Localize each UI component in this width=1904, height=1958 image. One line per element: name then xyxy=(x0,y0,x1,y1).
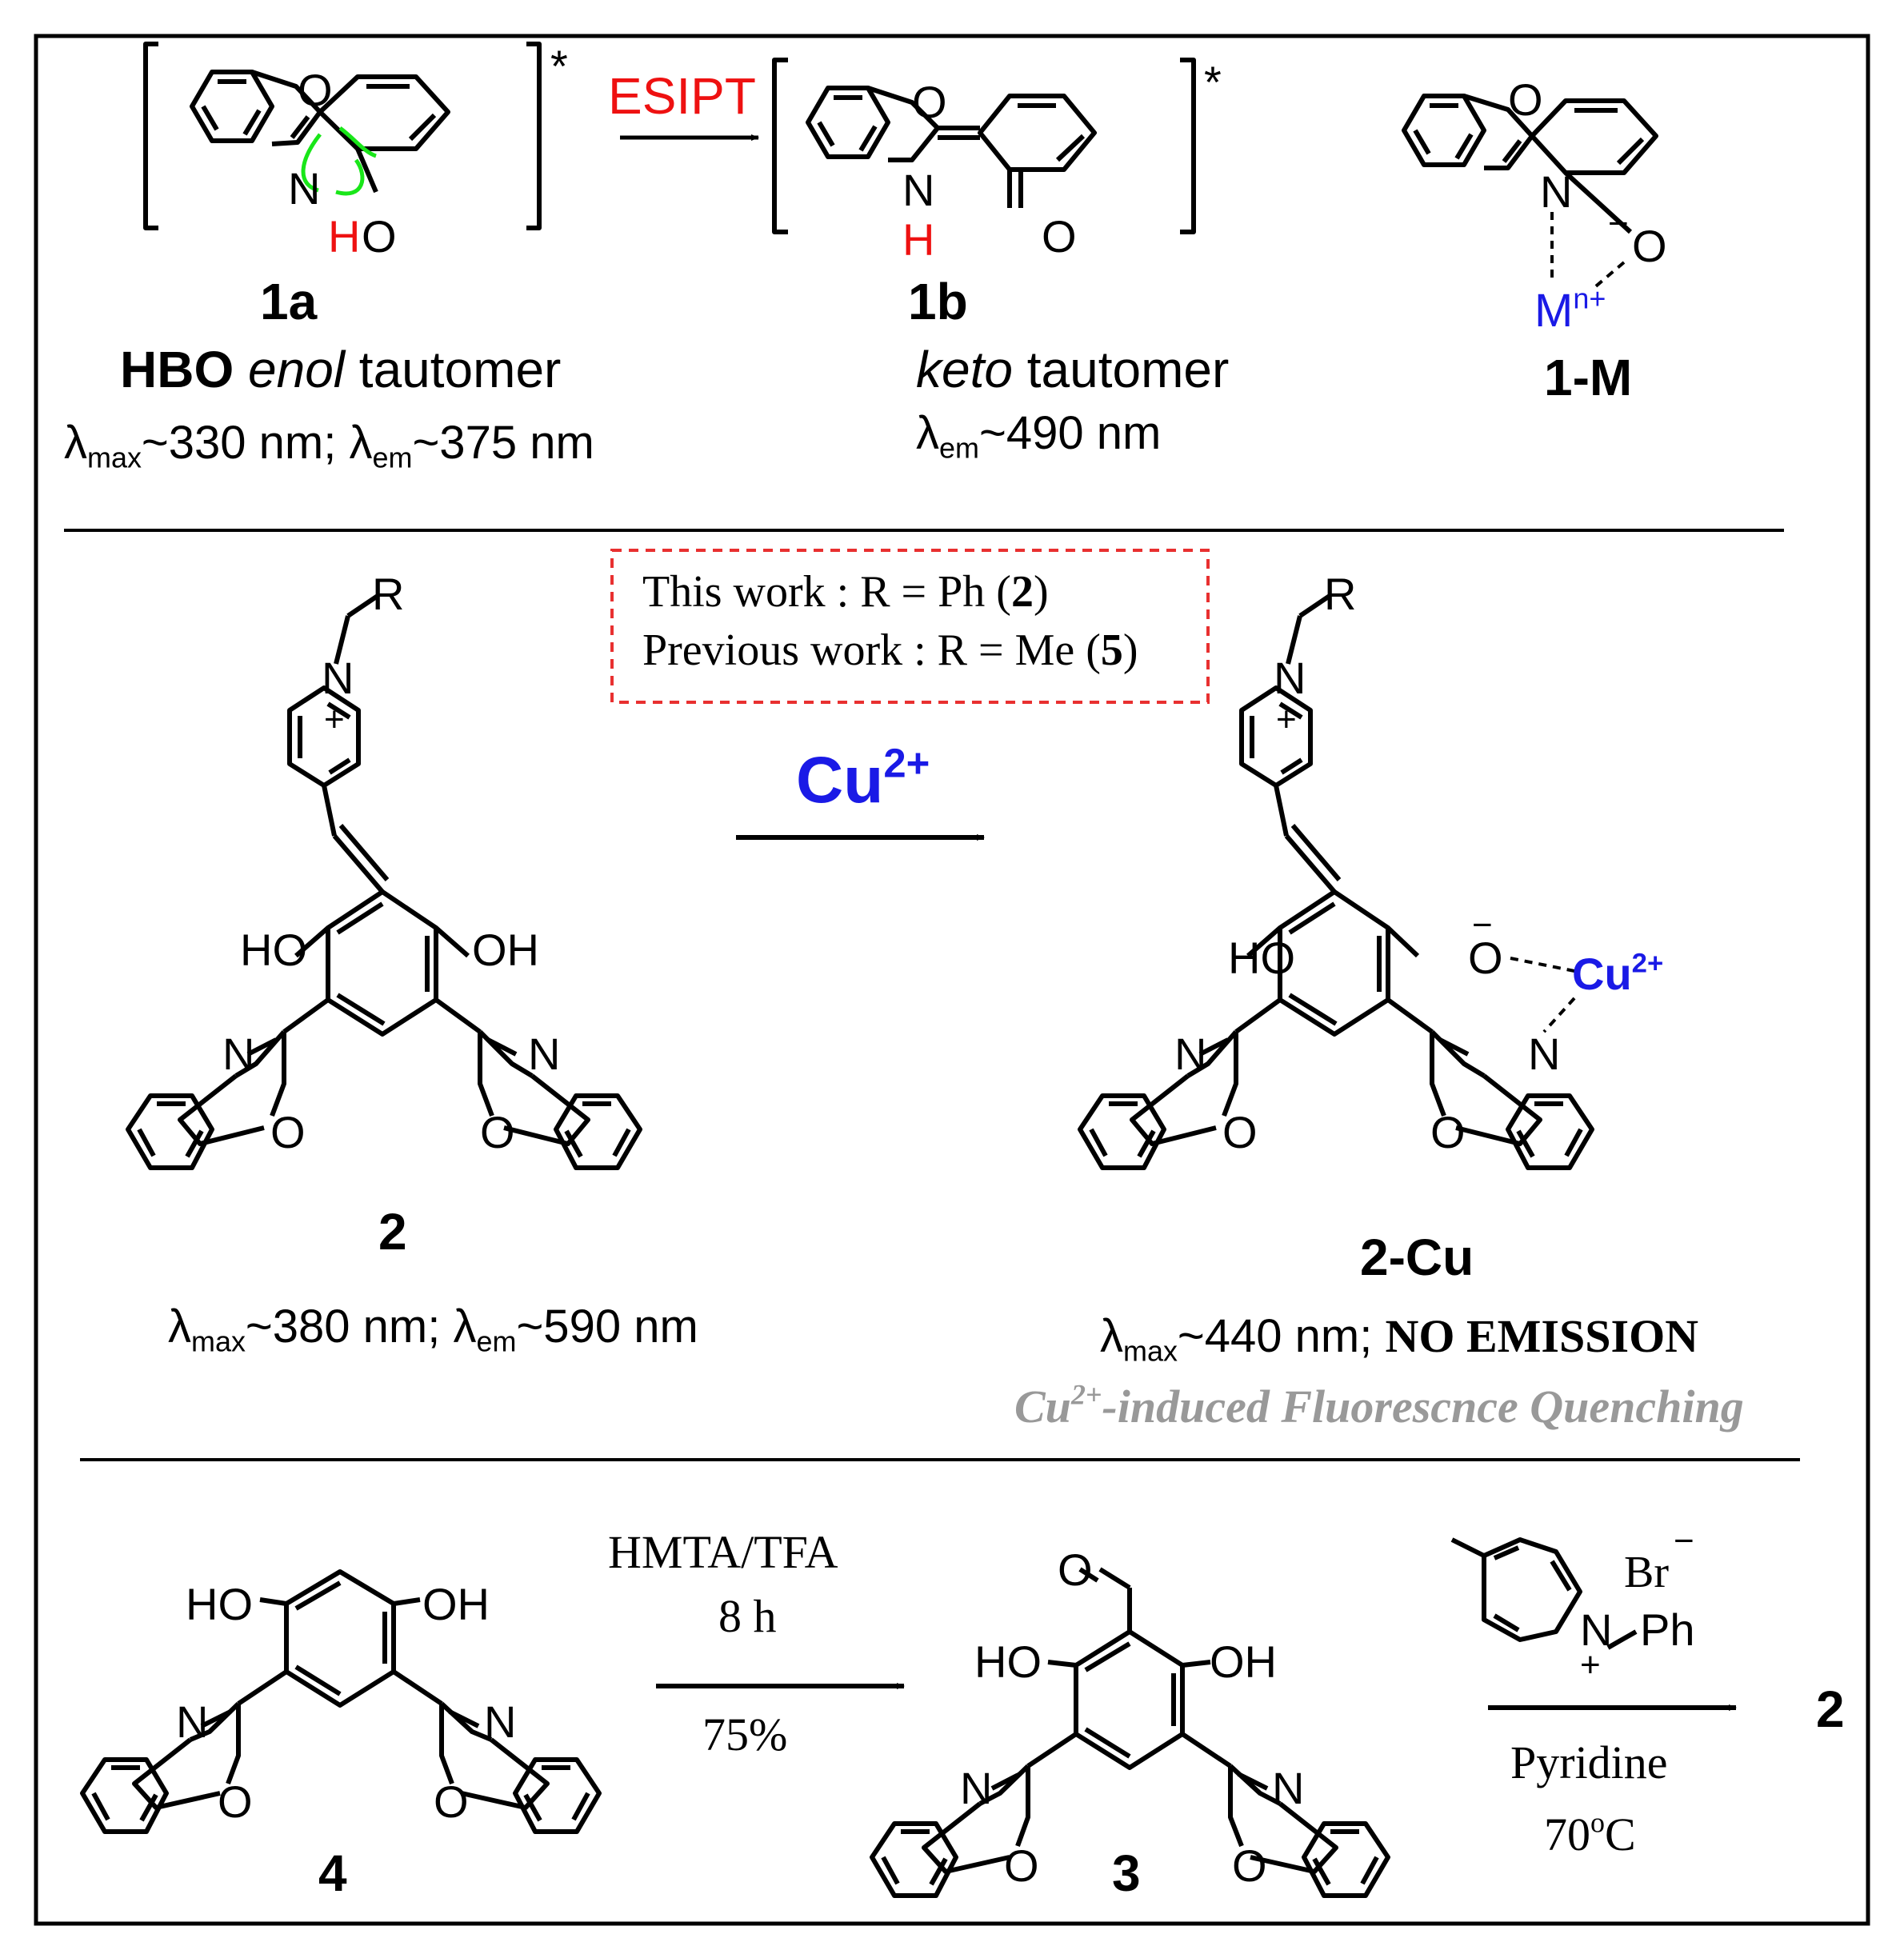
spectra-1a: λmax~330 nm; λem~375 nm xyxy=(64,417,594,474)
compound-id-2cu: 2-Cu xyxy=(1360,1229,1474,1286)
atom-h-1b: H xyxy=(902,214,935,265)
compound-id-1b: 1b xyxy=(908,273,968,330)
quenching-caption: Cu2+-induced Fluorescnce Quenching xyxy=(1014,1378,1744,1433)
esipt-label: ESIPT xyxy=(608,67,756,125)
name-1b: keto tautomer xyxy=(916,341,1230,398)
metal-label-1m: Mn+ xyxy=(1534,282,1606,337)
step1-time: 8 h xyxy=(718,1590,777,1642)
box-line-this-work: This work : R = Ph (2) xyxy=(642,567,1049,617)
spectra-1b: λem~490 nm xyxy=(916,407,1162,465)
compound-2-structure xyxy=(126,593,642,1170)
atom-n-2: N xyxy=(322,653,354,703)
compound-id-1a: 1a xyxy=(260,273,318,330)
atom-n-left-2: N xyxy=(222,1029,255,1079)
name-1a: HBO enol tautomer xyxy=(120,341,562,398)
hydroxyl-left-3: HO xyxy=(974,1636,1042,1687)
hydroxyl-2cu: HO xyxy=(1228,933,1295,983)
atom-n-left-4: N xyxy=(176,1696,209,1747)
spectra-2cu: λmax~440 nm; NO EMISSION xyxy=(1100,1310,1699,1368)
bromide-minus: − xyxy=(1674,1521,1694,1560)
atom-n-1a: N xyxy=(288,163,321,214)
box-line-previous-work: Previous work : R = Me (5) xyxy=(642,625,1138,675)
atom-o-keto-1b: O xyxy=(1042,211,1077,262)
atom-n-right-3: N xyxy=(1272,1763,1305,1813)
atom-o-right-2cu: O xyxy=(1430,1107,1466,1157)
hydroxyl-right-4: OH xyxy=(422,1579,490,1629)
atom-n-right-4: N xyxy=(484,1696,517,1747)
compound-id-3: 3 xyxy=(1112,1844,1141,1902)
product-id-2: 2 xyxy=(1816,1680,1845,1738)
atom-n-1b: N xyxy=(902,165,935,215)
minus-1m: − xyxy=(1608,204,1629,243)
work-comparison-box xyxy=(610,549,1210,704)
atom-o-1a: O xyxy=(298,65,333,115)
atom-n-left-2cu: N xyxy=(1174,1029,1207,1079)
atom-o-left-2: O xyxy=(270,1107,306,1157)
pyridinium-n: N xyxy=(1580,1604,1613,1655)
r-group-2: R xyxy=(372,569,405,619)
compound-3-structure xyxy=(870,1567,1390,1898)
outer-frame xyxy=(34,34,1870,1926)
aldehyde-o-3: O xyxy=(1058,1544,1093,1595)
compound-id-1m: 1-M xyxy=(1544,349,1633,406)
atom-o-phenolate-1m: O xyxy=(1632,221,1667,271)
hydroxyl-right-2: OH xyxy=(472,925,539,975)
atom-o-1m: O xyxy=(1508,74,1543,125)
minus-2cu: − xyxy=(1472,905,1493,945)
compound-id-2: 2 xyxy=(378,1203,407,1261)
atom-n-right-2cu: N xyxy=(1528,1029,1561,1079)
step2-temperature: 70oC xyxy=(1544,1806,1636,1860)
benzyl-ph: Ph xyxy=(1640,1604,1695,1655)
hydroxyl-left-4: HO xyxy=(186,1579,253,1629)
step1-yield: 75% xyxy=(702,1708,788,1760)
atom-h-1a: H xyxy=(328,211,361,262)
atom-o-left-2cu: O xyxy=(1222,1107,1258,1157)
atom-o-hydroxyl-1a: O xyxy=(362,211,397,262)
atom-o-left-3: O xyxy=(1004,1840,1039,1891)
hydroxyl-right-3: OH xyxy=(1210,1636,1277,1687)
atom-o-phenolate-2cu: O xyxy=(1468,933,1503,983)
copper-bound-2cu: Cu2+ xyxy=(1572,948,1664,999)
pyridinium-plus: + xyxy=(1580,1645,1601,1684)
bromide-anion: Br xyxy=(1624,1548,1669,1597)
spectra-2: λmax~380 nm; λem~590 nm xyxy=(168,1301,698,1358)
atom-o-right-3: O xyxy=(1232,1840,1267,1891)
atom-n-left-3: N xyxy=(960,1763,993,1813)
compound-4-structure xyxy=(80,1569,602,1834)
r-group-2cu: R xyxy=(1324,569,1357,619)
compound-id-4: 4 xyxy=(318,1844,347,1902)
plus-2: + xyxy=(324,700,345,739)
atom-o-1b: O xyxy=(912,77,947,127)
pyridinium-salt-structure xyxy=(1450,1537,1638,1650)
atom-n-2cu: N xyxy=(1274,653,1306,703)
compound-1a-structure xyxy=(143,42,542,230)
atom-o-left-4: O xyxy=(218,1776,253,1827)
excited-star-1a: * xyxy=(550,41,568,91)
hydroxyl-left-2: HO xyxy=(240,925,307,975)
atom-o-right-4: O xyxy=(434,1776,469,1827)
compound-1m-structure xyxy=(1402,94,1658,291)
compound-2cu-structure xyxy=(1078,593,1594,1170)
atom-o-right-2: O xyxy=(480,1107,515,1157)
compound-1b-structure xyxy=(772,58,1196,234)
plus-2cu: + xyxy=(1276,700,1297,739)
step1-reagent: HMTA/TFA xyxy=(608,1526,838,1578)
excited-star-1b: * xyxy=(1204,57,1222,107)
esipt-curved-arrows xyxy=(301,126,377,196)
copper-reagent-label: Cu2+ xyxy=(796,740,930,817)
atom-n-1m: N xyxy=(1540,166,1573,217)
step2-solvent: Pyridine xyxy=(1510,1736,1668,1788)
atom-n-right-2: N xyxy=(528,1029,561,1079)
